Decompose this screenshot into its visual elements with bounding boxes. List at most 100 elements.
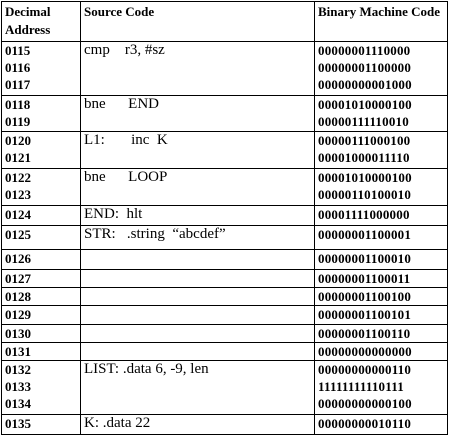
source-code-cell xyxy=(80,341,315,362)
address-value: 0129 xyxy=(5,307,31,323)
binary-cell: 00001111000000 xyxy=(314,205,448,226)
binary-cell: 00000000000000 xyxy=(314,341,448,362)
binary-value: 00001010000100 xyxy=(318,170,412,185)
address-cell: 0128 xyxy=(1,287,81,307)
source-code-cell: bne END xyxy=(80,95,315,132)
address-value: 0132 xyxy=(5,362,31,378)
source-code-cell xyxy=(80,268,315,289)
address-cell: 0125 xyxy=(1,225,81,250)
binary-value: 00001111000000 xyxy=(318,207,410,222)
source-code-cell: STR: .string “abcdef” xyxy=(80,225,315,250)
header-address: Decimal Address xyxy=(1,1,81,42)
binary-cell: 00000001100011 xyxy=(314,268,448,289)
header-row: Decimal Address Source Code Binary Machi… xyxy=(1,1,448,42)
source-code-cell xyxy=(80,287,315,307)
address-cell: 0131 xyxy=(1,341,81,362)
source-code-cell xyxy=(80,323,315,343)
binary-value: 00000001100100 xyxy=(318,289,412,305)
binary-cell: 00001010000100 00000111110010 xyxy=(314,95,448,132)
binary-value: 00000000010110 xyxy=(318,416,412,432)
address-value: 0120 xyxy=(5,133,31,148)
binary-value: 00000000000110 xyxy=(318,362,412,378)
address-cell: 0127 xyxy=(1,268,81,289)
binary-value: 00000001100010 xyxy=(318,251,412,266)
binary-value: 00000000001000 xyxy=(318,77,412,93)
source-code-cell: END: hlt xyxy=(80,205,315,226)
address-cell: 0126 xyxy=(1,249,81,270)
binary-cell: 00000001100001 xyxy=(314,225,448,250)
address-value: 0124 xyxy=(5,207,31,222)
binary-value: 00000001110000 xyxy=(318,43,411,58)
address-value: 0115 xyxy=(5,43,31,58)
source-code-cell: K: .data 22 xyxy=(80,414,315,436)
address-cell: 0120 0121 xyxy=(1,131,81,169)
address-value: 0125 xyxy=(5,227,31,242)
table-row: 0130 00000001100110 xyxy=(1,323,448,343)
table-row: 0127 00000001100011 xyxy=(1,268,448,289)
address-value: 0118 xyxy=(5,97,31,112)
binary-cell: 00000111000100 00001000011110 xyxy=(314,131,448,169)
binary-value: 00000001100110 xyxy=(318,325,411,341)
binary-value: 00000001100001 xyxy=(318,227,412,242)
address-cell: 0130 xyxy=(1,323,81,343)
address-value: 0130 xyxy=(5,325,31,341)
address-cell: 0118 0119 xyxy=(1,95,81,132)
binary-value: 00000001100011 xyxy=(318,271,411,286)
address-cell: 0122 0123 xyxy=(1,168,81,206)
address-cell: 0129 xyxy=(1,305,81,325)
address-value: 0123 xyxy=(5,187,31,203)
binary-value: 11111111110111 xyxy=(318,379,404,395)
address-value: 0128 xyxy=(5,289,31,305)
address-value: 0134 xyxy=(5,396,31,412)
address-value: 0135 xyxy=(5,416,31,432)
binary-cell: 00000000010110 xyxy=(314,414,448,436)
address-value: 0131 xyxy=(5,343,31,359)
source-code-cell: cmp r3, #sz xyxy=(80,41,315,96)
binary-cell: 00000001100100 xyxy=(314,287,448,307)
header-binary: Binary Machine Code xyxy=(314,1,448,42)
address-value: 0121 xyxy=(5,150,31,166)
table-row: 0128 00000001100100 xyxy=(1,287,448,307)
table-row: 0126 00000001100010 xyxy=(1,249,448,270)
address-value: 0133 xyxy=(5,379,31,395)
binary-value: 00000000000000 xyxy=(318,343,412,359)
binary-cell: 00000001100010 xyxy=(314,249,448,270)
binary-cell: 00000001100110 xyxy=(314,323,448,343)
binary-cell: 00001010000100 00000110100010 xyxy=(314,168,448,206)
address-cell: 0135 xyxy=(1,414,81,436)
table-row: 0125 STR: .string “abcdef”00000001100001 xyxy=(1,225,448,250)
source-code-cell: bne LOOP xyxy=(80,168,315,206)
binary-value: 00001000011110 xyxy=(318,150,410,166)
binary-value: 00000001100101 xyxy=(318,307,412,323)
binary-value: 00000110100010 xyxy=(318,187,412,203)
binary-value: 00000111110010 xyxy=(318,114,409,130)
binary-value: 00000001100000 xyxy=(318,60,412,76)
source-code-cell xyxy=(80,305,315,325)
header-source: Source Code xyxy=(80,1,315,42)
source-code-cell: LIST: .data 6, -9, len xyxy=(80,360,315,416)
address-value: 0119 xyxy=(5,114,31,130)
source-code-cell xyxy=(80,249,315,270)
source-code-cell: L1: inc K xyxy=(80,131,315,169)
address-value: 0126 xyxy=(5,251,31,266)
binary-value: 00000111000100 xyxy=(318,133,411,148)
binary-cell: 00000001100101 xyxy=(314,305,448,325)
table-row: 0129 00000001100101 xyxy=(1,305,448,325)
address-value: 0122 xyxy=(5,170,31,185)
address-value: 0117 xyxy=(5,77,31,93)
address-value: 0127 xyxy=(5,271,31,286)
binary-value: 00001010000100 xyxy=(318,97,412,112)
